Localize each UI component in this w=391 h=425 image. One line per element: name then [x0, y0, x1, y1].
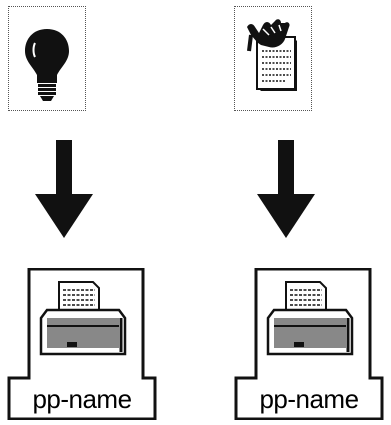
printer-icon — [234, 268, 384, 420]
document-drop-source[interactable] — [234, 6, 312, 111]
printer-name-label: pp-name — [32, 384, 132, 414]
down-arrow-icon — [35, 140, 93, 238]
down-arrow-icon — [257, 140, 315, 238]
lightbulb-icon — [25, 29, 69, 101]
printer-icon — [7, 268, 157, 420]
printer-name-label: pp-name — [259, 384, 359, 414]
lightbulb-drop-source[interactable] — [8, 6, 86, 111]
printer-desktop-icon[interactable]: pp-name — [234, 268, 384, 420]
document-with-hand-icon — [247, 19, 297, 91]
printer-desktop-icon[interactable]: pp-name — [7, 268, 157, 420]
